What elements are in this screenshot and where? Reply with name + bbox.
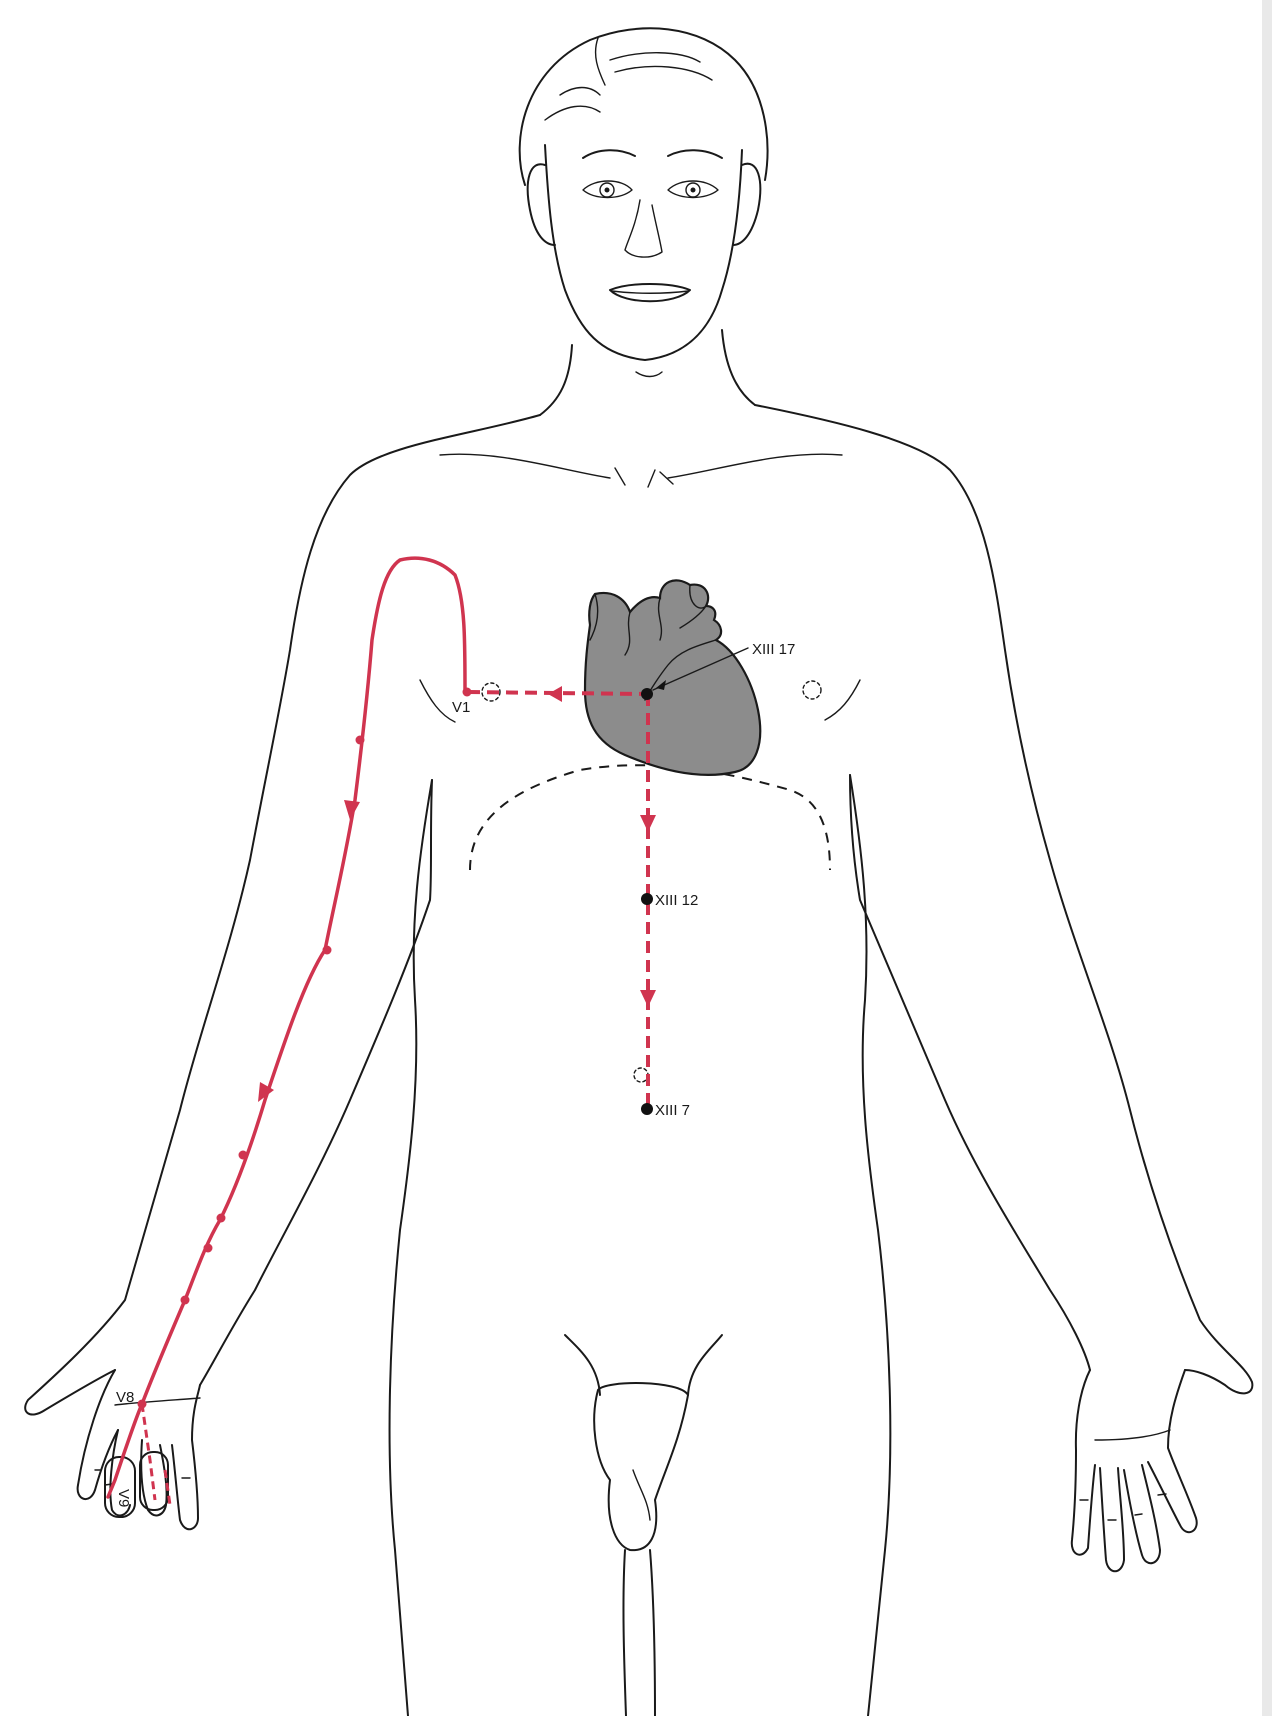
right-arm-inner bbox=[850, 775, 1090, 1370]
neck-left bbox=[540, 345, 572, 415]
neck-right bbox=[722, 330, 755, 405]
chin-mark bbox=[636, 372, 662, 377]
groin-right bbox=[688, 1335, 722, 1395]
label-v8: V8 bbox=[116, 1389, 134, 1406]
torso-left-side bbox=[390, 780, 432, 1716]
left-arm-outer bbox=[25, 415, 540, 1415]
right-palm-crease bbox=[1095, 1430, 1170, 1440]
left-hand bbox=[78, 1370, 200, 1529]
genitals bbox=[594, 1383, 688, 1550]
meridian-path bbox=[108, 558, 656, 1505]
right-eye bbox=[668, 181, 718, 198]
left-collarbone bbox=[440, 454, 610, 478]
arm-point-3 bbox=[239, 1151, 248, 1160]
left-eye bbox=[583, 181, 632, 198]
arm-point-2 bbox=[323, 946, 332, 955]
arm-point-5 bbox=[204, 1244, 213, 1253]
arrow-down-upper bbox=[640, 815, 656, 832]
right-inner-leg bbox=[650, 1550, 655, 1716]
left-pectoral bbox=[420, 680, 455, 722]
label-xiii7: XIII 7 bbox=[655, 1102, 690, 1119]
body-outline bbox=[25, 330, 1252, 1716]
face-outline bbox=[545, 145, 742, 360]
arrow-to-v1 bbox=[548, 686, 562, 702]
arm-point-4 bbox=[217, 1214, 226, 1223]
left-arm-inner bbox=[200, 780, 432, 1385]
torso-right-side bbox=[850, 775, 890, 1716]
jugular-notch bbox=[615, 468, 673, 487]
point-xiii12 bbox=[641, 893, 653, 905]
right-hand-outline bbox=[1072, 1370, 1197, 1571]
nose bbox=[625, 200, 662, 257]
hair-outline bbox=[520, 28, 768, 185]
heart-organ bbox=[585, 580, 760, 774]
head bbox=[520, 28, 768, 376]
right-hand bbox=[1072, 1370, 1197, 1571]
label-v9: V9 bbox=[115, 1489, 132, 1507]
arrow-down-lower bbox=[640, 990, 656, 1007]
groin-left bbox=[565, 1335, 600, 1395]
right-pectoral bbox=[825, 680, 860, 720]
arm-point-6 bbox=[181, 1296, 190, 1305]
left-ear bbox=[528, 164, 555, 245]
right-nipple bbox=[803, 681, 821, 699]
arm-point-v8 bbox=[138, 1400, 147, 1409]
arm-point-1 bbox=[356, 736, 365, 745]
point-xiii7 bbox=[641, 1103, 653, 1115]
point-v1 bbox=[463, 688, 472, 697]
genitals-detail bbox=[633, 1470, 650, 1520]
left-hand-palm bbox=[78, 1370, 118, 1499]
label-xiii12: XIII 12 bbox=[655, 892, 698, 909]
navel bbox=[634, 1068, 648, 1082]
label-xiii17: XIII 17 bbox=[752, 641, 795, 658]
left-inner-leg bbox=[623, 1550, 626, 1716]
right-arm-outer bbox=[755, 405, 1252, 1393]
left-eyebrow bbox=[583, 150, 635, 158]
meridian-solid-line bbox=[108, 558, 465, 1497]
right-collarbone bbox=[668, 454, 842, 478]
right-ear bbox=[733, 164, 760, 245]
label-v1: V1 bbox=[452, 699, 470, 716]
right-eyebrow bbox=[668, 150, 722, 158]
point-xiii17 bbox=[641, 688, 653, 700]
heart-shape bbox=[585, 580, 760, 774]
